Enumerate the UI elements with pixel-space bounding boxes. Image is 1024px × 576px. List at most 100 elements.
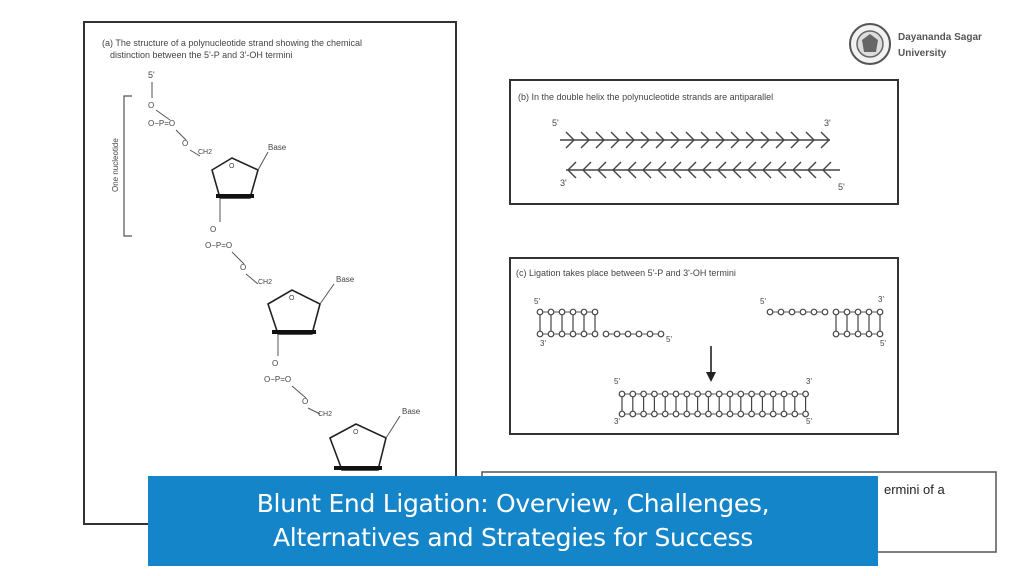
- nucleotide-bracket: [123, 95, 132, 237]
- oxygen-label: O: [148, 101, 154, 110]
- product-nucleotide: [629, 410, 637, 418]
- left-fragment-nucleotide: [569, 308, 577, 316]
- product-five-prime: 5': [614, 377, 620, 386]
- right-overhang-nucleotide: [777, 308, 785, 316]
- bottom-strand-chevron: [567, 161, 577, 179]
- product-nucleotide: [694, 410, 701, 418]
- bottom-strand-chevron: [657, 161, 667, 179]
- product-nucleotide: [748, 390, 755, 398]
- left-fragment-nucleotide: [558, 308, 566, 316]
- bottom-strand-chevron: [762, 161, 772, 179]
- logo-name-line1: Dayananda Sagar: [898, 32, 982, 43]
- oxygen-label: O: [240, 263, 246, 272]
- product-nucleotide: [802, 390, 809, 398]
- top-strand-chevron: [595, 131, 605, 149]
- left-fragment-nucleotide: [536, 330, 544, 338]
- banner-title-line2: Alternatives and Strategies for Success: [273, 523, 753, 552]
- phosphate-label: O−P=O: [264, 375, 291, 384]
- product-five-prime-end: 5': [806, 417, 812, 426]
- left-fragment-three-prime: 3': [540, 339, 546, 348]
- left-overhang-nucleotide: [635, 330, 643, 338]
- panel-a-caption-line1: (a) The structure of a polynucleotide st…: [102, 38, 362, 48]
- right-overhang-nucleotide: [810, 308, 818, 316]
- right-fragment-nucleotide: [843, 330, 851, 338]
- one-nucleotide-label: One nucleotide: [111, 138, 120, 192]
- top-strand-chevron: [700, 131, 710, 149]
- left-overhang-nucleotide: [657, 330, 665, 338]
- product-nucleotide: [737, 390, 745, 398]
- bottom-strand-chevron: [672, 161, 682, 179]
- bottom-strand-chevron: [747, 161, 757, 179]
- product-nucleotide: [672, 390, 680, 398]
- product-nucleotide: [726, 410, 734, 418]
- left-fragment-five-prime: 5': [534, 297, 540, 306]
- panel-b-top-five-prime: 5': [552, 118, 559, 128]
- base-label: Base: [336, 275, 355, 284]
- right-fragment-nucleotide: [843, 308, 851, 316]
- top-strand-chevron: [775, 131, 785, 149]
- product-nucleotide: [769, 390, 777, 398]
- phosphate-label: O−P=O: [205, 241, 232, 250]
- product-nucleotide: [651, 390, 658, 398]
- oxygen-label: O: [272, 359, 278, 368]
- top-strand-chevron: [820, 131, 830, 149]
- product-nucleotide: [769, 410, 777, 418]
- bond: [319, 283, 335, 305]
- bottom-strand-chevron: [627, 161, 637, 179]
- left-fragment-nucleotide: [547, 330, 555, 338]
- bond: [257, 151, 269, 171]
- right-fragment-nucleotide: [854, 330, 862, 338]
- bottom-strand-chevron: [732, 161, 742, 179]
- bond: [385, 415, 401, 439]
- left-fragment-nucleotide: [591, 308, 599, 316]
- ch2-label: CH2: [258, 279, 272, 286]
- sugar-ring: [267, 289, 321, 335]
- ligation-ladders: [536, 308, 884, 418]
- bottom-strand-chevron: [777, 161, 787, 179]
- right-fragment-three-prime: 3': [878, 295, 884, 304]
- product-nucleotide: [780, 390, 788, 398]
- bottom-strand-chevron: [687, 161, 697, 179]
- bottom-strand-chevron: [642, 161, 652, 179]
- left-fragment-nucleotide: [536, 308, 544, 316]
- top-strand-chevron: [685, 131, 695, 149]
- right-overhang-nucleotide: [821, 308, 829, 316]
- product-nucleotide: [715, 390, 723, 398]
- top-strand-chevron: [655, 131, 665, 149]
- bond: [155, 109, 171, 121]
- phosphate-label: O−P=O: [148, 119, 175, 128]
- oxygen-label: O: [289, 295, 295, 302]
- panel-a-caption-line2: distinction between the 5'-P and 3'-OH t…: [110, 50, 292, 60]
- right-fragment-nucleotide: [832, 330, 840, 338]
- product-nucleotide: [705, 410, 712, 418]
- right-fragment-five-prime-end: 5': [880, 339, 886, 348]
- top-strand-chevron: [565, 131, 575, 149]
- top-strand-chevron: [745, 131, 755, 149]
- oxygen-label: O: [229, 163, 235, 170]
- right-overhang-nucleotide: [788, 308, 796, 316]
- product-nucleotide: [791, 410, 799, 418]
- product-nucleotide: [683, 390, 691, 398]
- panel-b-top-three-prime: 3': [824, 118, 831, 128]
- product-nucleotide: [726, 390, 734, 398]
- right-fragment-five-prime: 5': [760, 297, 766, 306]
- bottom-strand-chevron: [582, 161, 592, 179]
- ch2-label: CH2: [318, 411, 332, 418]
- bond: [245, 273, 259, 285]
- university-logo: [849, 23, 891, 65]
- bottom-strand-chevron: [807, 161, 817, 179]
- top-strand-chevron: [580, 131, 590, 149]
- left-overhang-nucleotide: [646, 330, 654, 338]
- product-nucleotide: [640, 390, 647, 398]
- left-fragment-nucleotide: [547, 308, 555, 316]
- right-fragment-nucleotide: [876, 330, 884, 338]
- product-nucleotide: [640, 410, 647, 418]
- product-nucleotide: [715, 410, 723, 418]
- product-nucleotide: [651, 410, 658, 418]
- left-overhang-nucleotide: [602, 330, 610, 338]
- bond: [189, 149, 201, 157]
- right-fragment-nucleotide: [854, 308, 862, 316]
- panel-b-caption: (b) In the double helix the polynucleoti…: [518, 92, 773, 102]
- top-strand-chevron: [640, 131, 650, 149]
